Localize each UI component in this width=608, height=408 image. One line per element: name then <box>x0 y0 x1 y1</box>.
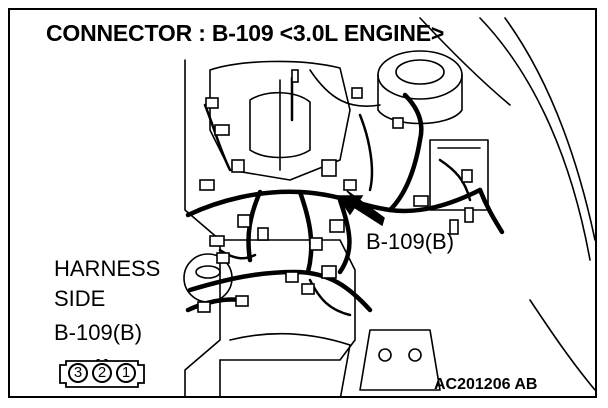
connector-pin: 2 <box>92 363 112 383</box>
harness-label-line2: SIDE <box>54 286 106 311</box>
connector-pin-diagram: 3 2 1 <box>54 359 150 389</box>
connector-callout-label: B-109(B) <box>366 229 455 254</box>
connector-pin: 1 <box>116 363 136 383</box>
engine-bay-illustration <box>183 17 595 396</box>
harness-label-line3: B-109(B) <box>54 320 143 345</box>
harness-label-line1: HARNESS <box>54 256 161 281</box>
diagram-frame: CONNECTOR : B-109 <3.0L ENGINE> B-109(B)… <box>8 8 597 398</box>
connector-pin: 3 <box>68 363 88 383</box>
diagram-title: CONNECTOR : B-109 <3.0L ENGINE> <box>46 20 445 46</box>
figure-code: AC201206 AB <box>434 376 538 393</box>
connector-housing-outline <box>59 359 145 388</box>
